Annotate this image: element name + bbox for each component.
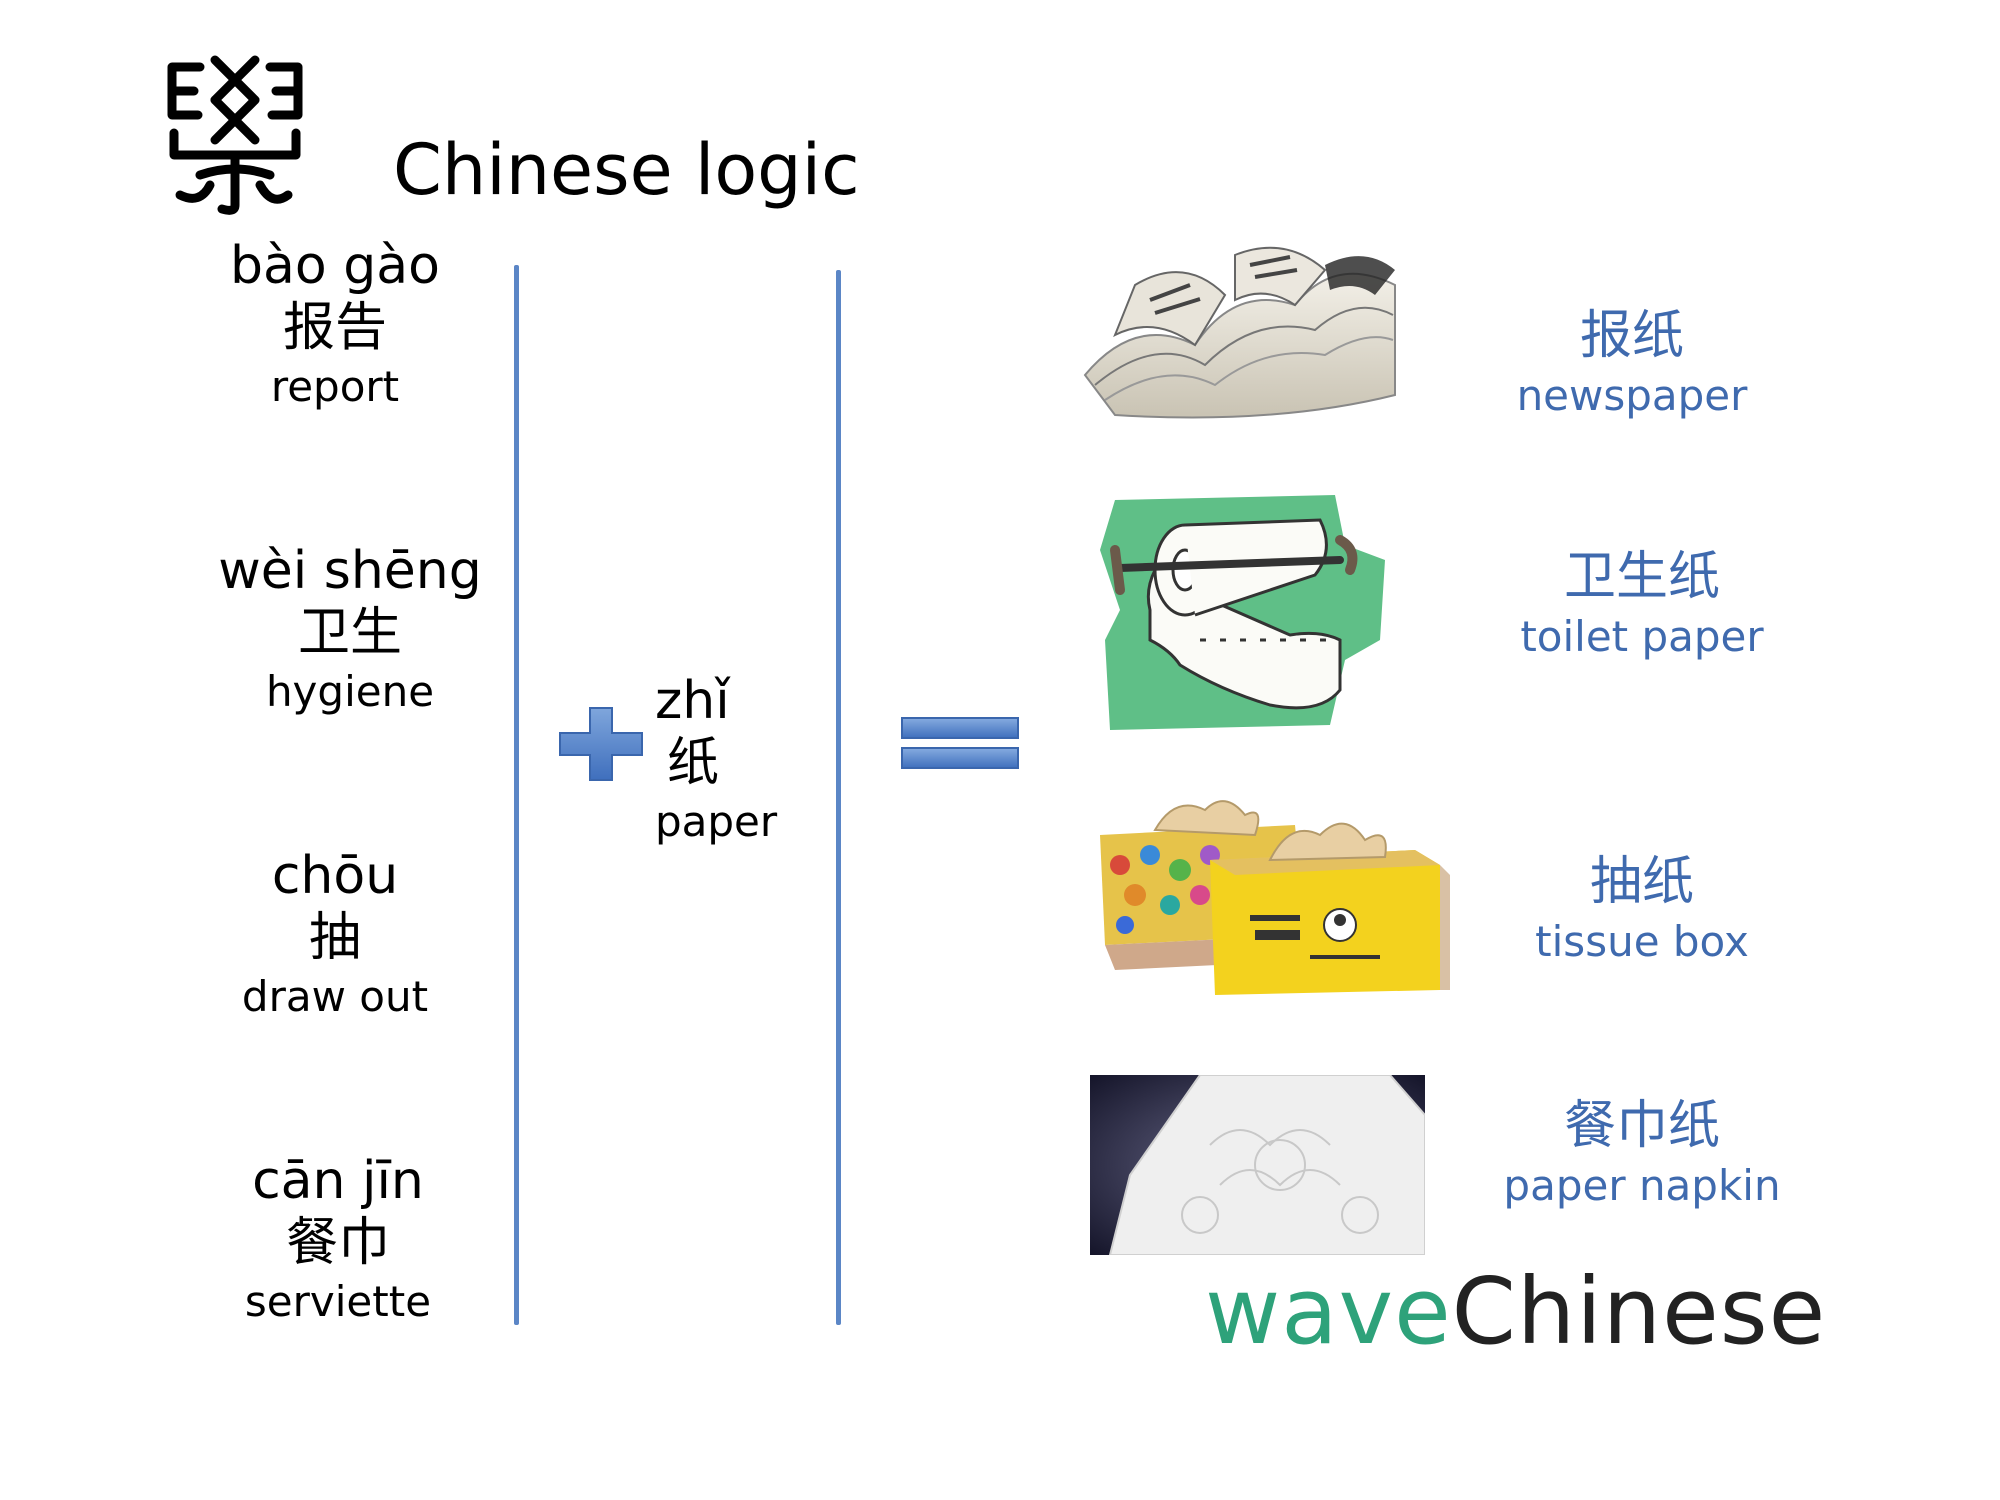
brand-logo-chinese: Chinese [1451,1258,1827,1365]
pinyin-text: bào gào [230,236,440,296]
english-text: toilet paper [1520,612,1764,661]
brand-logo-wave: wave [1205,1258,1452,1365]
hanzi-text: 报告 [282,298,387,358]
page-title: Chinese logic [393,129,860,211]
english-text: newspaper [1516,371,1748,420]
pinyin-text: zhǐ [655,671,730,731]
result-newspaper: 报纸 newspaper [1452,304,1812,424]
english-text: report [270,362,400,411]
plus-icon [559,707,643,781]
hanzi-text: 卫生 [297,603,402,663]
seal-character-logo [167,55,303,215]
left-term-hygiene: wèi shēng 卫生 hygiene [180,540,520,720]
pinyin-text: cān jīn [252,1151,424,1211]
tissue-box-image [1100,800,1450,995]
english-text: tissue box [1535,917,1749,966]
english-text: draw out [241,972,429,1021]
toilet-paper-image [1100,495,1385,730]
hanzi-text: 抽纸 [1589,852,1694,912]
hanzi-text: 餐巾 [285,1213,390,1273]
center-term-paper: zhǐ 纸 paper [655,670,815,850]
english-text: paper napkin [1503,1161,1781,1210]
brand-logo: waveChinese [1205,1262,1826,1362]
hanzi-text: 纸 [667,733,720,793]
newspaper-image [1075,225,1405,430]
equals-icon [901,717,1019,769]
left-divider-line [514,265,519,1325]
hanzi-text: 抽 [308,908,361,968]
pinyin-text: wèi shēng [218,541,482,601]
english-text: paper [655,797,778,846]
result-paper-napkin: 餐巾纸 paper napkin [1462,1094,1822,1214]
left-term-draw-out: chōu 抽 draw out [165,845,505,1025]
english-text: serviette [244,1277,432,1326]
result-tissue-box: 抽纸 tissue box [1462,850,1822,970]
hanzi-text: 报纸 [1579,306,1684,366]
hanzi-text: 卫生纸 [1563,547,1720,607]
right-divider-line [836,270,841,1325]
left-term-serviette: cān jīn 餐巾 serviette [168,1150,508,1330]
result-toilet-paper: 卫生纸 toilet paper [1462,545,1822,665]
paper-napkin-image [1090,1075,1425,1255]
pinyin-text: chōu [271,846,399,906]
english-text: hygiene [265,667,435,716]
left-term-report: bào gào 报告 report [165,235,505,415]
hanzi-text: 餐巾纸 [1563,1096,1720,1156]
